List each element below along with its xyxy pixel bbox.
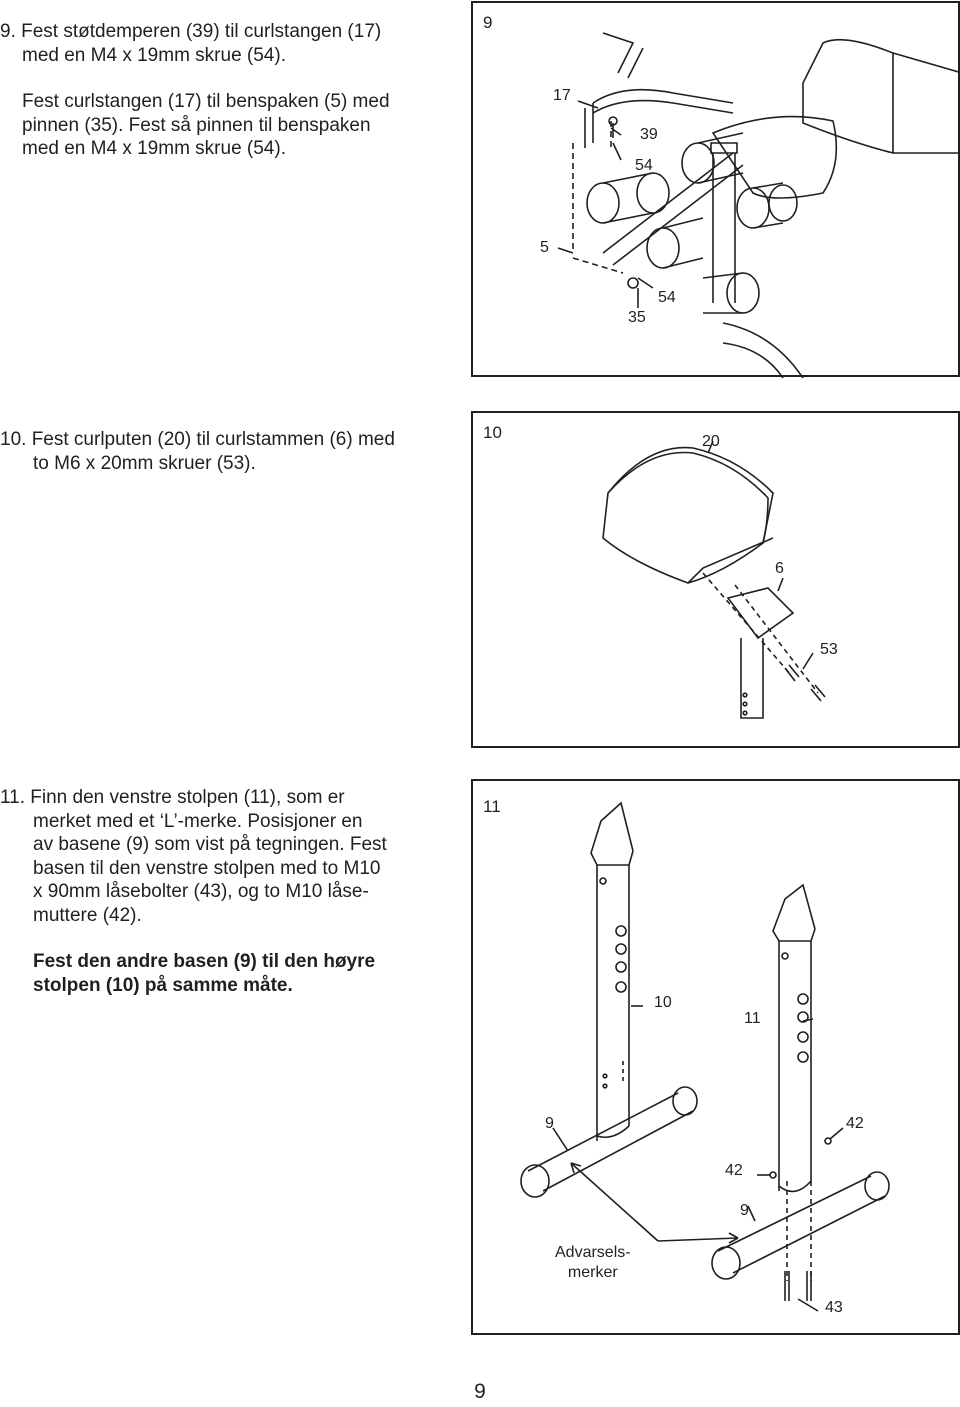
figure-9: 9 [471, 1, 960, 379]
step-10-line: 10. Fest curlputen (20) til curlstammen … [0, 429, 395, 450]
warning-markers-label: Advarsels- merker [555, 1243, 631, 1283]
curl-pad-illustration [602, 440, 826, 719]
warning-label-line: Advarsels- [555, 1244, 631, 1261]
step-10-instructions: 10. Fest curlputen (20) til curlstammen … [0, 428, 395, 475]
step-9-line: Fest curlstangen (17) til benspaken (5) … [22, 91, 390, 112]
step-9-line: med en M4 x 19mm skrue (54). [22, 138, 286, 159]
callout-43: 43 [825, 1299, 843, 1316]
step-11-line: x 90mm låsebolter (43), og to M10 låse- [33, 881, 369, 902]
callout-11: 11 [744, 1010, 761, 1027]
step-11-line: av basene (9) som vist på tegningen. Fes… [33, 834, 387, 855]
callout-17: 17 [553, 87, 571, 104]
callout-9-left-base: 9 [740, 1202, 749, 1219]
callout-42-bottom: 42 [725, 1162, 743, 1179]
callout-39: 39 [640, 126, 658, 143]
step-11-instructions: 11. Finn den venstre stolpen (11), som e… [0, 786, 387, 997]
step-11-line: basen til den venstre stolpen med to M10 [33, 857, 381, 879]
step-9-instructions: 9. Fest støtdemperen (39) til curlstange… [0, 20, 390, 161]
figure-number: 10 [483, 423, 502, 442]
step-9-line: pinnen (35). Fest så pinnen til benspake… [22, 114, 371, 136]
curl-bar-assembly-illustration [557, 32, 960, 379]
warning-label-line: merker [567, 1264, 618, 1281]
step-11-line: 11. Finn den venstre stolpen (11), som e… [0, 787, 345, 808]
callout-54-bottom: 54 [658, 289, 676, 306]
callout-54-top: 54 [635, 157, 653, 174]
step-10-line: to M6 x 20mm skruer (53). [33, 452, 256, 474]
step-11-bold-line: Fest den andre basen (9) til den høyre [33, 951, 376, 972]
callout-10: 10 [654, 994, 672, 1011]
figure-number: 11 [483, 797, 501, 816]
callout-5: 5 [540, 239, 549, 256]
step-11-line: muttere (42). [33, 904, 142, 926]
figure-11: 11 [471, 779, 960, 1335]
callout-35: 35 [628, 309, 646, 326]
callout-53: 53 [820, 641, 838, 658]
figure-10: 10 20 6 53 [471, 411, 960, 748]
callout-42-top: 42 [846, 1115, 864, 1132]
figure-number: 9 [483, 13, 493, 32]
step-9-line: med en M4 x 19mm skrue (54). [22, 44, 286, 66]
step-11-line: merket med et ‘L’-merke. Posisjoner en [33, 810, 363, 832]
page-number: 9 [474, 1380, 486, 1403]
callout-6: 6 [775, 560, 784, 577]
step-9-line: 9. Fest støtdemperen (39) til curlstange… [0, 21, 382, 42]
uprights-and-bases-illustration [520, 801, 890, 1312]
callout-20: 20 [702, 433, 720, 450]
step-11-bold-line: stolpen (10) på samme måte. [33, 974, 293, 996]
callout-9-right-base: 9 [545, 1115, 554, 1132]
